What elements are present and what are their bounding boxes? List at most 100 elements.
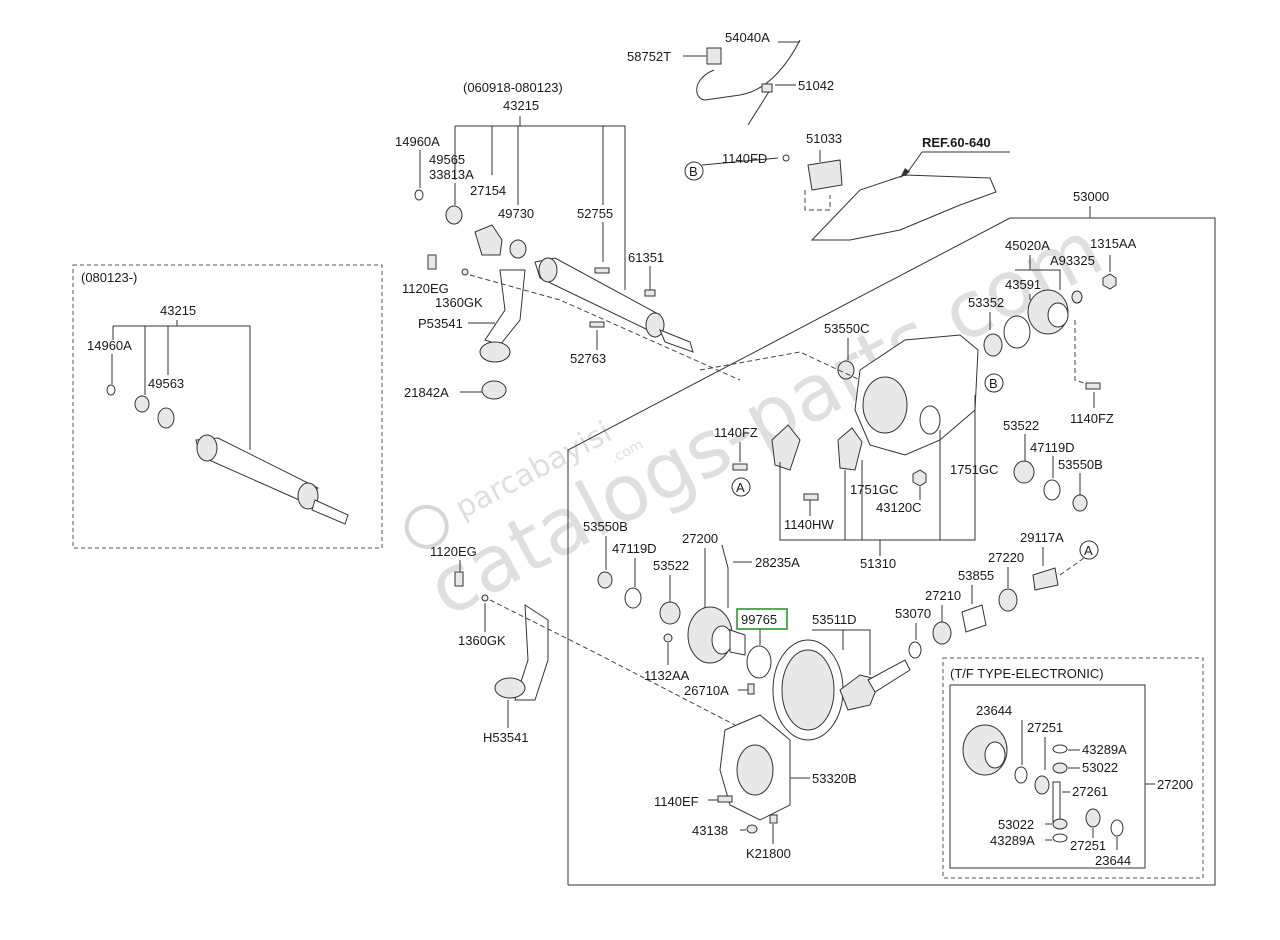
plug-K21800-icon: [769, 814, 778, 824]
bolt-1120EG-top-icon: [427, 254, 437, 270]
label-43215-inset: 43215: [160, 303, 196, 318]
label-1315AA: 1315AA: [1090, 236, 1137, 251]
callout-A-right-link: [1059, 557, 1085, 576]
seal-53550B-left-icon: [597, 571, 613, 589]
inset-left-frame: [72, 264, 383, 549]
callout-A-right-text: A: [1084, 543, 1093, 558]
inset-yoke-front-icon: [196, 434, 218, 462]
label-52763: 52763: [570, 351, 606, 366]
label-27251-top: 27251: [1027, 720, 1063, 735]
axle-housing-side-bore-icon: [919, 405, 941, 435]
label-28235A: 28235A: [755, 555, 800, 570]
bearing-cap-left-icon: [771, 424, 801, 471]
label-29117A: 29117A: [1020, 530, 1064, 545]
bolt-1140HW-icon: [803, 493, 819, 501]
bracket-45020A: [1015, 269, 1061, 290]
snap-ring-14960A-icon: [414, 189, 424, 201]
label-53352: 53352: [968, 295, 1004, 310]
label-ref: REF.60-640: [922, 135, 991, 150]
vent-hose-line: [696, 39, 801, 101]
label-21842A: 21842A: [404, 385, 449, 400]
shaft-spline-icon: [659, 329, 694, 353]
bearing-53522-right-icon: [1013, 460, 1035, 484]
label-K21800: K21800: [746, 846, 791, 861]
bearing-cap-right-icon: [837, 427, 863, 471]
spacer-53855-icon: [961, 604, 987, 633]
ref-arrow-icon: [900, 168, 910, 178]
differential-housing-group: 53000 45020A 1315AA A93325 43591 53352 5…: [699, 189, 1137, 571]
diff-case-group: 53550B 47119D 53522 27200 28235A 99765 1…: [583, 519, 1099, 741]
snap-ring-inset-icon: [106, 384, 116, 396]
label-43289A-bottom: 43289A: [990, 833, 1035, 848]
bushing-21842A-icon: [481, 380, 507, 400]
nut-1360GK-bottom-icon: [481, 594, 489, 602]
label-43289A-top: 43289A: [1082, 742, 1127, 757]
flange-27154-icon: [474, 224, 503, 256]
shaft-yoke-rear-icon: [645, 312, 665, 338]
bracket-43215-top: [455, 125, 626, 290]
label-27200-main: 27200: [682, 531, 718, 546]
label-1120EG-bottom: 1120EG: [430, 544, 477, 559]
label-1140FZ-left: 1140FZ: [714, 425, 758, 440]
pin-26710A-icon: [747, 683, 755, 695]
callout-A-left-text: A: [736, 480, 745, 495]
watermark-logo-icon: [404, 504, 449, 549]
label-1360GK-bottom: 1360GK: [458, 633, 506, 648]
label-27251-bottom: 27251: [1070, 838, 1106, 853]
label-51310: 51310: [860, 556, 896, 571]
label-1751GC-left: 1751GC: [850, 482, 898, 497]
bolt-1140EF-icon: [717, 795, 733, 803]
bracket-lower-group: 1120EG 1360GK H53541: [430, 544, 736, 745]
label-1120EG-top: 1120EG: [402, 281, 449, 296]
label-1140FZ-right: 1140FZ: [1070, 411, 1114, 426]
housing-dashed-link: [699, 351, 861, 381]
hose-connector-icon: [761, 83, 773, 93]
callout-B-housing-text: B: [989, 376, 998, 391]
diff-case-alt-inner-icon: [984, 741, 1006, 769]
callout-A-left: [731, 477, 751, 497]
label-43215-top: 43215: [503, 98, 539, 113]
label-43591: 43591: [1005, 277, 1041, 292]
washer-43289A-top-icon: [1052, 744, 1068, 754]
bolt-1132AA-icon: [663, 633, 673, 643]
label-14960A-top: 14960A: [395, 134, 440, 149]
bearing-53522-left-icon: [659, 601, 681, 625]
seal-53550B-right-icon: [1072, 494, 1088, 512]
bracket-P53541-icon: [484, 269, 526, 346]
label-1140EF: 1140EF: [654, 794, 699, 809]
label-53550B-left: 53550B: [583, 519, 628, 534]
label-51033: 51033: [806, 131, 842, 146]
callout-B-top: [684, 161, 704, 181]
label-47119D-right: 47119D: [1030, 440, 1075, 455]
label-23644-bottom: 23644: [1095, 853, 1131, 868]
label-range: (060918-080123): [463, 80, 563, 95]
label-53550B-right: 53550B: [1058, 457, 1103, 472]
bolt-52755-icon: [594, 267, 610, 274]
cover-group: 53320B 1140EF 43138 K21800: [654, 714, 857, 861]
label-27220: 27220: [988, 550, 1024, 565]
vent-hose-group: 54040A 58752T 51042 51033 1140FD B REF.6…: [627, 30, 1010, 241]
bolt-1140FZ-left-icon: [732, 463, 748, 471]
pinion-53022-top-icon: [1052, 762, 1068, 774]
shaft-yoke-front-icon: [538, 257, 558, 283]
ring-47119D-left-icon: [624, 587, 642, 609]
ring-gear-inner-icon: [781, 649, 835, 731]
inset-left-title: (080123-): [81, 270, 137, 285]
clip-61351-icon: [644, 289, 656, 297]
washer-23644-top-icon: [1014, 766, 1028, 784]
side-gear-27251-bottom-icon: [1085, 808, 1101, 828]
bolt-52763-icon: [589, 321, 605, 328]
actuator-51033-icon: [807, 159, 843, 191]
bracket-51310: [779, 395, 976, 541]
highlight-99765-box[interactable]: [736, 608, 788, 630]
washer-43138-icon: [746, 824, 758, 834]
nut-29117A-icon: [1032, 567, 1059, 591]
label-53022-top: 53022: [1082, 760, 1118, 775]
inset-right-frame: [942, 657, 1204, 879]
pinion-53022-bottom-icon: [1052, 818, 1068, 830]
bracket-43215-inset: [113, 325, 251, 450]
tube-28235A-icon: [721, 544, 729, 608]
label-99765[interactable]: 99765: [741, 612, 777, 627]
nut-43120C-icon: [912, 469, 927, 487]
